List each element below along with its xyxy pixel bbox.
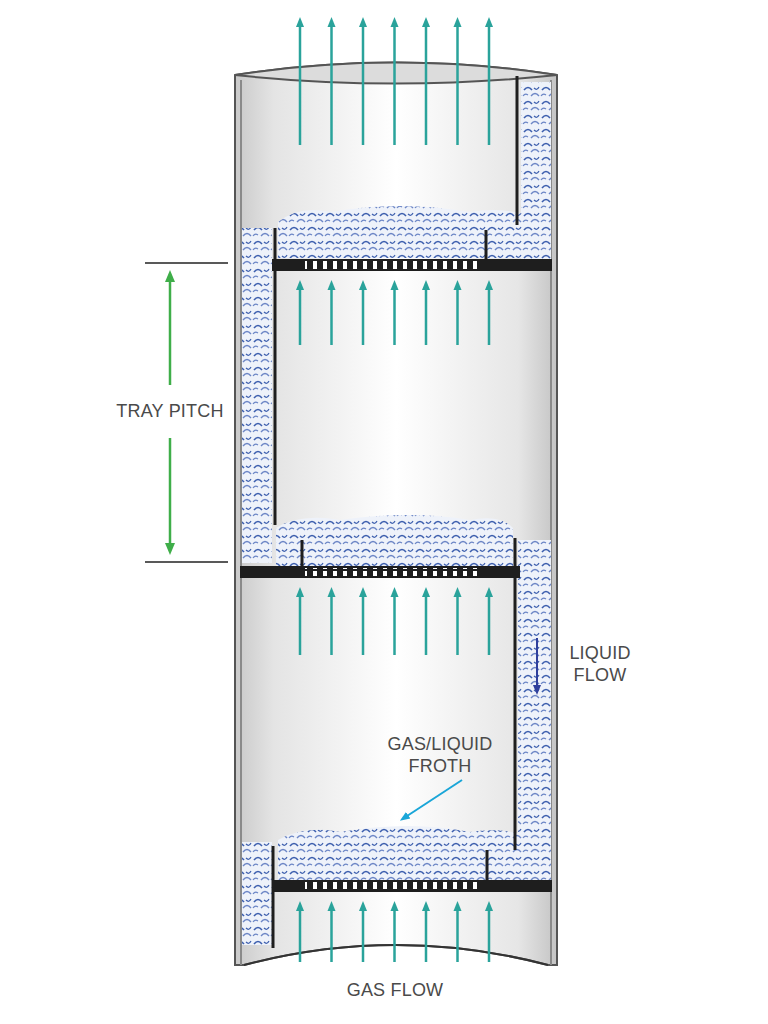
gas-arrow [299,592,302,655]
gas-arrow [393,22,396,145]
gas-arrow [362,285,365,345]
gas-arrow [425,906,428,962]
gas-arrow [393,592,396,655]
gas-arrow [362,22,365,145]
gas-arrow [456,906,459,962]
gas-arrow [362,592,365,655]
gas-arrow [393,285,396,345]
dimension-label: TRAY PITCH [105,400,235,422]
gas-arrow [393,906,396,962]
gas-arrow [330,592,333,655]
gas-arrow [330,285,333,345]
gas-arrow [456,592,459,655]
gas-flow-arrows [300,22,489,962]
gas-arrow [362,906,365,962]
gas-arrow [299,906,302,962]
flow-label: LIQUID FLOW [560,642,640,686]
gas-arrow [488,906,491,962]
gas-arrow [488,285,491,345]
gas-arrow [299,285,302,345]
flow-label: GAS FLOW [325,979,465,1001]
froth [242,82,551,945]
gas-arrow [330,906,333,962]
gas-arrow [456,22,459,145]
gas-arrow [488,592,491,655]
gas-arrow [425,22,428,145]
gas-arrow [488,22,491,145]
trays [240,76,552,948]
gas-arrow [425,285,428,345]
gas-arrow [456,285,459,345]
callout-label: GAS/LIQUID FROTH [375,733,505,777]
gas-arrow [425,592,428,655]
leader-line [404,780,462,818]
gas-arrow [299,22,302,145]
gas-arrow [330,22,333,145]
liquid-flow-arrow [536,638,538,690]
